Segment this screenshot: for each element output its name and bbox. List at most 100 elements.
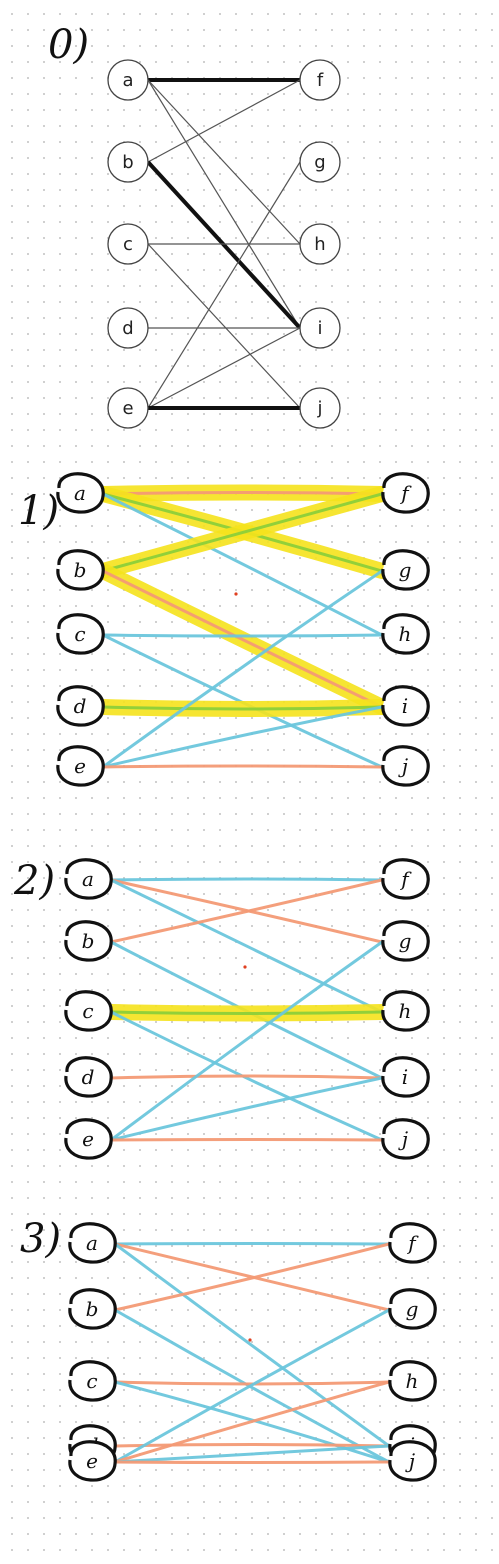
node-circle <box>107 223 149 265</box>
node-label: c <box>82 999 93 1023</box>
edge-e-j <box>109 1138 384 1142</box>
node-label: h <box>406 1369 419 1393</box>
node-a: a <box>64 858 113 900</box>
stray-dot <box>248 1338 252 1342</box>
node-label: c <box>123 234 133 255</box>
node-circle <box>388 1360 437 1402</box>
edges <box>95 484 390 769</box>
node-label: b <box>122 152 133 173</box>
node-label: j <box>316 398 322 419</box>
node-f: f <box>299 59 341 101</box>
edge-a-f <box>101 491 384 496</box>
node-circle <box>381 472 430 514</box>
node-e: e <box>56 745 105 787</box>
edge-c-j <box>109 1010 384 1142</box>
node-circle <box>388 1288 437 1330</box>
edge-e-i <box>109 1076 384 1142</box>
node-d: d <box>107 307 149 349</box>
node-label: g <box>314 152 325 173</box>
node-circle <box>381 858 430 900</box>
node-label: d <box>82 1065 95 1089</box>
edge-a-f <box>109 877 384 882</box>
edge-d-i <box>109 1074 384 1080</box>
node-circle <box>107 307 149 349</box>
edges <box>103 877 390 1142</box>
node-j: j <box>299 387 341 429</box>
node-circle <box>381 613 430 655</box>
node-circle <box>381 990 430 1032</box>
node-label: f <box>317 70 324 91</box>
node-circle <box>64 990 113 1032</box>
node-a: a <box>107 59 149 101</box>
edge-a-f <box>113 1242 391 1246</box>
edge-a-i <box>147 79 301 329</box>
edge-a-h <box>101 492 384 637</box>
node-circle <box>68 1288 117 1330</box>
edge-b-i <box>101 569 384 709</box>
edge-e-j <box>113 1460 391 1464</box>
node-circle <box>381 1056 430 1098</box>
edge-e-i <box>113 1444 391 1464</box>
node-i: i <box>381 685 430 727</box>
node-label: g <box>399 929 412 953</box>
step-label: 0) <box>48 22 89 68</box>
node-b: b <box>64 920 113 962</box>
node-circle <box>381 745 430 787</box>
node-g: g <box>299 141 341 183</box>
node-circle <box>299 59 341 101</box>
node-circle <box>56 472 105 514</box>
node-j: j <box>381 1118 430 1160</box>
node-circle <box>388 1440 437 1482</box>
edge-a-h <box>109 878 384 1014</box>
node-a: a <box>56 472 105 514</box>
node-circle <box>107 59 149 101</box>
node-h: h <box>381 990 430 1032</box>
node-h: h <box>381 613 430 655</box>
node-circle <box>64 1118 113 1160</box>
node-label: c <box>86 1369 97 1393</box>
edge-b-f <box>113 1242 391 1312</box>
node-label: i <box>402 1065 408 1089</box>
step-label: 2) <box>13 858 55 904</box>
edges <box>146 78 302 410</box>
node-h: h <box>388 1360 437 1402</box>
node-c: c <box>107 223 149 265</box>
edge-b-i-matched <box>146 160 302 330</box>
edge-e-h <box>113 1380 391 1464</box>
node-label: j <box>398 1127 408 1151</box>
edge-b-j <box>113 1308 391 1464</box>
node-label: a <box>74 481 86 505</box>
node-label: h <box>314 234 325 255</box>
node-g: g <box>388 1288 437 1330</box>
node-e: e <box>107 387 149 429</box>
node-circle <box>381 549 430 591</box>
node-j: j <box>388 1440 437 1482</box>
node-circle <box>388 1222 437 1264</box>
node-circle <box>299 223 341 265</box>
panel-0: 0) a b c de f g h i j <box>48 22 341 429</box>
node-c: c <box>64 990 113 1032</box>
node-circle <box>381 685 430 727</box>
node-circle <box>68 1360 117 1402</box>
edge-b-f <box>101 492 384 573</box>
node-label: e <box>74 754 86 778</box>
node-label: i <box>317 318 322 339</box>
edge-e-i <box>147 327 301 409</box>
node-d: d <box>56 685 105 727</box>
node-f: f <box>381 472 430 514</box>
node-label: a <box>82 867 94 891</box>
node-circle <box>381 920 430 962</box>
node-b: b <box>107 141 149 183</box>
step-label: 3) <box>20 1216 61 1262</box>
node-f: f <box>388 1222 437 1264</box>
node-e: e <box>68 1440 117 1482</box>
node-label: a <box>86 1231 98 1255</box>
stray-dot <box>243 965 247 969</box>
node-label: g <box>406 1297 419 1321</box>
node-d: d <box>64 1056 113 1098</box>
node-g: g <box>381 549 430 591</box>
